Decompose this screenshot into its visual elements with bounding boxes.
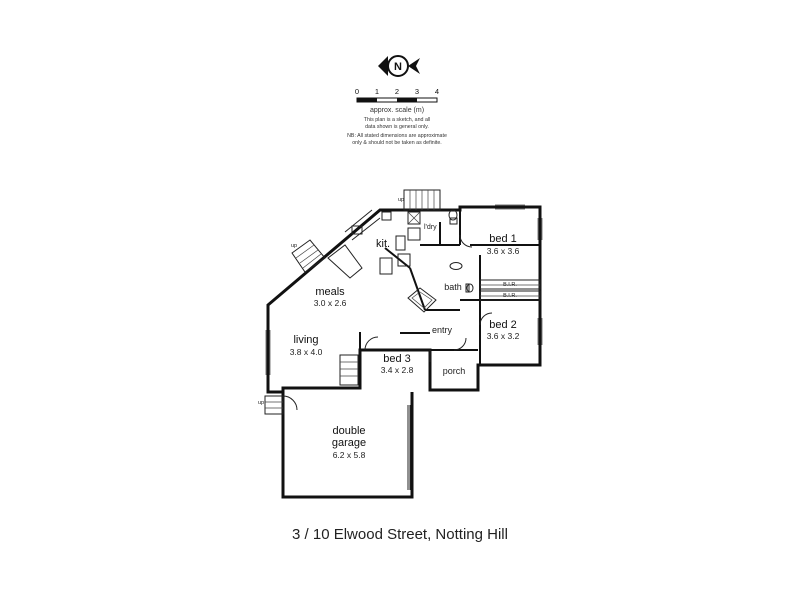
scale-bar: 0 1 2 3 4 approx. scale (m) This plan is… (347, 87, 447, 146)
scale-caption: approx. scale (m) (370, 107, 424, 114)
kitchen-fittings (327, 209, 421, 279)
room-bir-lower-name: B.I.R. (503, 293, 517, 299)
room-meals-name: meals (315, 286, 345, 298)
room-laundry-name: l'dry (424, 224, 437, 231)
room-garage-name-line2: garage (332, 437, 366, 449)
room-entry-name: entry (432, 325, 453, 335)
room-bed2-dims: 3.6 x 3.2 (487, 331, 520, 341)
room-bed3-dims: 3.4 x 2.8 (381, 365, 414, 375)
meals-steps: up (291, 239, 326, 273)
disclaimer-line-1: This plan is a sketch, and all (364, 117, 431, 123)
room-bed3-name: bed 3 (383, 353, 411, 365)
scale-tick-1: 1 (375, 87, 379, 96)
scale-tick-0: 0 (355, 87, 359, 96)
room-meals-dims: 3.0 x 2.6 (314, 298, 347, 308)
room-living-dims: 3.8 x 4.0 (290, 347, 323, 357)
scale-tick-4: 4 (435, 87, 439, 96)
stairs-label-meals: up (291, 243, 297, 249)
room-garage-dims: 6.2 x 5.8 (333, 450, 366, 460)
garage-stairs: up (258, 395, 298, 415)
stairs-label-garage: up (258, 400, 264, 406)
room-bed1-name: bed 1 (489, 233, 517, 245)
room-bed2-name: bed 2 (489, 319, 517, 331)
room-kitchen-name: kit. (376, 238, 390, 250)
compass-label: N (394, 61, 402, 73)
north-arrow-icon: N (378, 55, 420, 77)
house-walls (266, 205, 542, 499)
room-garage-name-line1: double (332, 425, 365, 437)
room-bed1-dims: 3.6 x 3.6 (487, 246, 520, 256)
room-porch-name: porch (443, 366, 466, 376)
door-swings (364, 234, 493, 362)
windows (265, 204, 543, 375)
scale-tick-3: 3 (415, 87, 419, 96)
stairs-label-top: up (398, 197, 404, 203)
room-bath-name: bath (444, 282, 462, 292)
front-stairs: up (398, 189, 441, 211)
disclaimer-line-2: data shown is general only. (365, 124, 429, 130)
bathroom-fittings (407, 209, 474, 313)
room-bir-upper-name: B.I.R. (503, 282, 517, 288)
scale-tick-2: 2 (395, 87, 399, 96)
living-steps (339, 354, 359, 386)
property-address: 3 / 10 Elwood Street, Notting Hill (292, 526, 508, 543)
room-living-name: living (293, 334, 318, 346)
disclaimer-line-4: only & should not be taken as definite. (352, 140, 442, 146)
disclaimer-line-3: NB: All stated dimensions are approximat… (347, 133, 447, 139)
